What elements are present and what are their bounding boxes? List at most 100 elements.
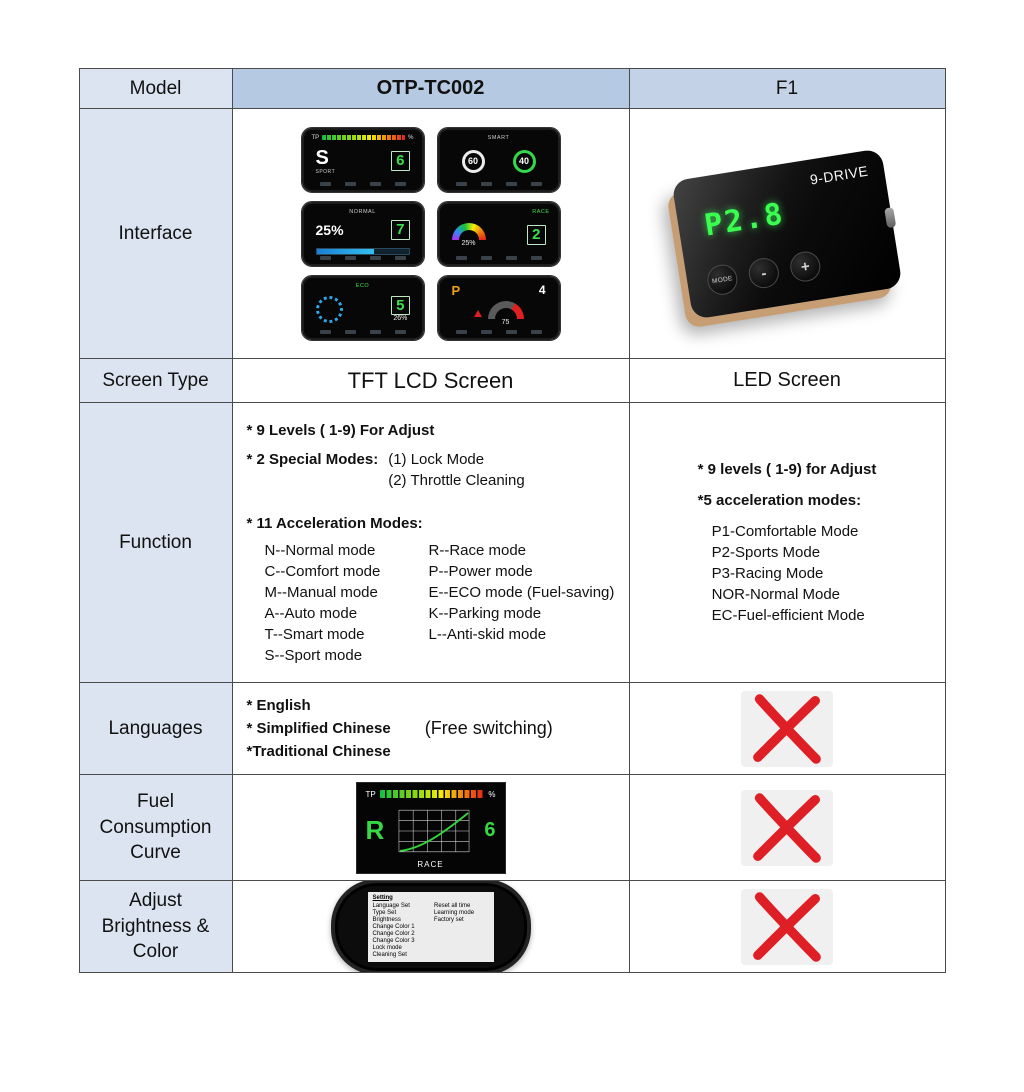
connector-port [884, 206, 897, 228]
level-value: 5 [391, 295, 410, 315]
screen-type-label: Screen Type [102, 369, 209, 391]
accel-mode: L--Anti-skid mode [428, 625, 547, 643]
settings-left-column: Language Set Type Set Brightness Change … [373, 903, 428, 959]
language-item: *Traditional Chinese [246, 743, 391, 761]
special-modes-label: * 2 Special Modes: [246, 450, 379, 468]
function-otp-cell: * 9 Levels ( 1-9) For Adjust * 2 Special… [232, 403, 630, 683]
not-supported-box [741, 789, 833, 866]
function-f1-cell: * 9 levels ( 1-9) for Adjust *5 accelera… [629, 403, 946, 683]
screen-eco: ECO 5 26% [300, 274, 425, 341]
special-mode-2: (2) Throttle Cleaning [388, 471, 525, 489]
not-supported-box [741, 690, 833, 767]
screen-type-f1-value: LED Screen [733, 369, 841, 391]
red-x-icon [753, 891, 821, 962]
f1-modes-list: P1-Comfortable Mode P2-Sports Mode P3-Ra… [712, 521, 877, 626]
throttle-gradient-bar [322, 135, 406, 140]
accel-modes-col2: R--Race mode P--Power mode E--ECO mode (… [429, 540, 615, 666]
accel-mode: S--Sport mode [264, 646, 363, 664]
product1-name: OTP-TC002 [376, 77, 485, 99]
red-x-icon [753, 693, 821, 764]
free-switching-note: (Free switching) [424, 718, 553, 738]
led-display: P2.8 [702, 195, 787, 244]
accel-mode: P1-Comfortable Mode [711, 523, 859, 540]
accel-mode: EC-Fuel-efficient Mode [711, 607, 865, 624]
screen-type-f1-cell: LED Screen [629, 359, 946, 403]
lcd-screens-grid: TP % S SPORT 6 SMART 60 40 [300, 126, 561, 341]
languages-list: * English * Simplified Chinese *Traditio… [247, 694, 391, 764]
accel-mode: K--Parking mode [428, 604, 542, 622]
languages-otp-cell: * English * Simplified Chinese *Traditio… [232, 683, 630, 775]
accel-mode: P3-Racing Mode [711, 565, 824, 582]
left-gauge-value: 60 [467, 156, 478, 166]
settings-title: Setting [372, 894, 393, 901]
setting-item: Language Set [372, 902, 410, 909]
not-supported-box [741, 888, 833, 965]
accel-modes-label: *5 acceleration modes: [697, 492, 862, 509]
screen-buttons [448, 329, 550, 335]
gauge-value: 75 [501, 319, 510, 326]
mode-name: RACE [417, 859, 444, 869]
mode-name: RACE [532, 208, 550, 215]
screen-buttons [448, 255, 550, 261]
setting-item: Change Color 3 [372, 937, 415, 944]
header-product-otp-tc002: OTP-TC002 [232, 69, 630, 109]
left-gauge: 60 [461, 149, 485, 173]
interface-f1-cell: 9-DRIVE P2.8 MODE - + [629, 109, 946, 359]
level-value: 4 [538, 282, 546, 297]
f1-throttle-controller: 9-DRIVE P2.8 MODE - + [671, 147, 903, 320]
setting-item: Brightness [372, 916, 401, 923]
languages-f1-cell [629, 683, 946, 775]
fuel-curve-f1-cell [629, 775, 946, 881]
screen-normal: NORMAL 25% 7 [300, 200, 425, 267]
level-value: 7 [391, 220, 410, 240]
function-label: Function [119, 531, 192, 553]
eco-gauge [315, 295, 343, 323]
levels-line: * 9 levels ( 1-9) for Adjust [697, 461, 877, 478]
screen-type-otp-cell: TFT LCD Screen [232, 359, 630, 403]
device-brand: 9-DRIVE [808, 162, 870, 188]
header-model-cell: Model [79, 69, 233, 109]
percent-label: % [488, 789, 496, 799]
tp-label: TP [365, 789, 376, 799]
setting-item: Lock mode [372, 944, 402, 951]
accel-mode: NOR-Normal Mode [711, 586, 841, 603]
adjust-f1-cell [629, 881, 946, 973]
mode-name: ECO [355, 282, 370, 289]
row-label-fuel-curve: Fuel Consumption Curve [79, 775, 233, 881]
minus-button: - [746, 255, 781, 290]
accel-mode: E--ECO mode (Fuel-saving) [428, 583, 615, 601]
levels-line: * 9 Levels ( 1-9) For Adjust [246, 421, 435, 439]
screen-sport: TP % S SPORT 6 [300, 126, 425, 193]
row-label-screen-type: Screen Type [79, 359, 233, 403]
mode-letter: R [365, 815, 385, 845]
mode-button: MODE [705, 262, 740, 297]
setting-item: Type Set [372, 909, 397, 916]
mode-letter: S [315, 146, 329, 169]
setting-item: Learning mode [434, 909, 475, 916]
throttle-percent: 25% [461, 240, 476, 247]
interface-otp-cell: TP % S SPORT 6 SMART 60 40 [232, 109, 630, 359]
right-gauge-value: 40 [518, 156, 529, 166]
model-label: Model [129, 77, 182, 99]
comparison-table: Model OTP-TC002 F1 Interface TP % S SPOR… [78, 68, 946, 973]
screen-smart: SMART 60 40 [436, 126, 561, 193]
red-x-icon [753, 792, 821, 863]
level-value: 6 [484, 819, 496, 841]
settings-screen: Setting Language Set Type Set Brightness… [330, 881, 531, 972]
fuel-curve-graph [398, 809, 470, 852]
accel-mode: A--Auto mode [264, 604, 358, 622]
fuel-curve-label: Fuel Consumption Curve [99, 791, 212, 864]
accel-mode: P2-Sports Mode [711, 544, 821, 561]
settings-panel: Setting Language Set Type Set Brightness… [367, 891, 494, 962]
screen-buttons [312, 181, 414, 187]
mode-letter: P [451, 282, 461, 298]
languages-label: Languages [108, 717, 203, 739]
power-gauge [487, 301, 524, 319]
mode-name: NORMAL [349, 208, 376, 215]
fuel-curve-screen: TP % R 6 RACE [355, 781, 506, 874]
throttle-percent: 26% [393, 314, 408, 322]
screen-power: P 4 75 [436, 274, 561, 341]
row-label-interface: Interface [79, 109, 233, 359]
right-gauge: 40 [512, 149, 536, 173]
screen-buttons [312, 255, 414, 261]
